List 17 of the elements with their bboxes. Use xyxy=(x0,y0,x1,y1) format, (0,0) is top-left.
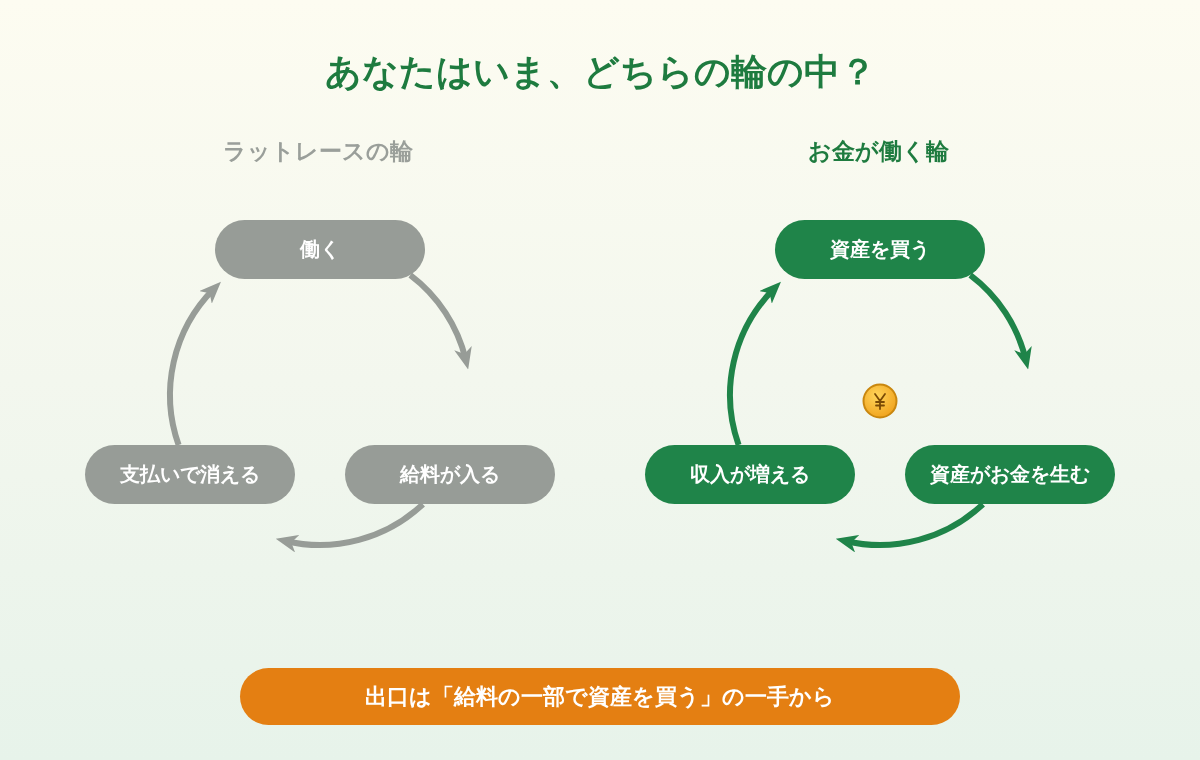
title: あなたはいま、どちらの輪の中？ xyxy=(324,50,876,94)
cycle-arrow xyxy=(408,272,471,370)
cycle-arrow xyxy=(275,501,425,552)
step-text: 資産を買う xyxy=(830,236,930,263)
step-text: 給料が入る xyxy=(400,461,500,488)
step-text: 収入が増える xyxy=(690,461,810,488)
exit-banner xyxy=(240,668,960,725)
step-text: 働く xyxy=(300,236,340,263)
step-text: 資産がお金を生む xyxy=(930,461,1090,488)
cycle-arrow xyxy=(167,281,221,446)
cycle-arrow xyxy=(968,272,1031,370)
cycle-heading: ラットレースの輪 xyxy=(223,137,413,166)
cycle-arrow xyxy=(727,281,781,446)
cycle-heading: お金が働く輪 xyxy=(807,137,949,166)
banner-text: 出口は「給料の一部で資産を買う」の一手から xyxy=(365,682,835,711)
step-text: 支払いで消える xyxy=(120,461,260,488)
cycle-arrow xyxy=(835,501,985,552)
